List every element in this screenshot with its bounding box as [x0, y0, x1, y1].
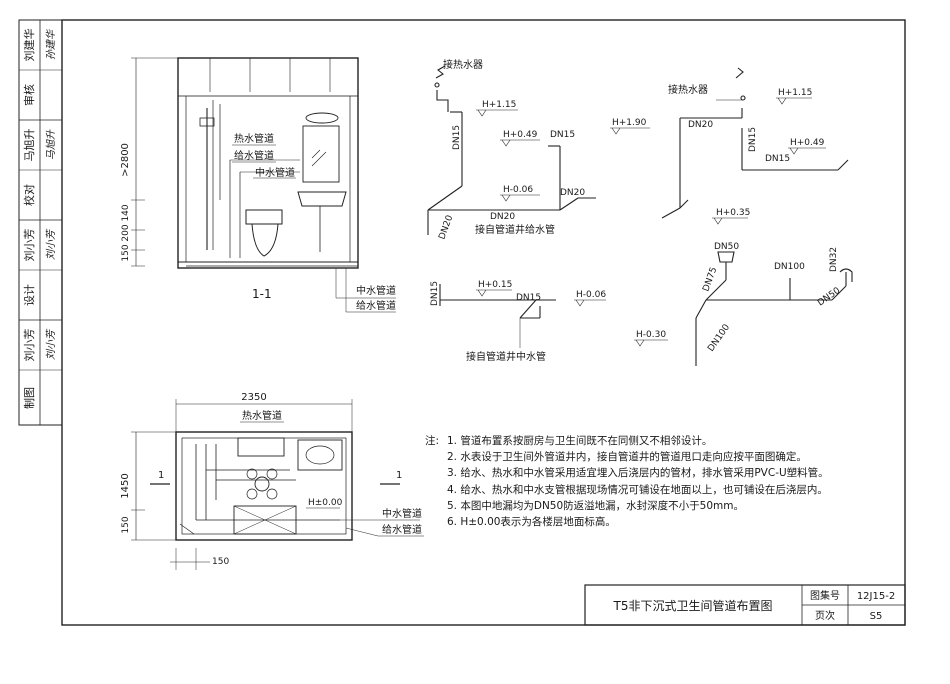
plan-supply-pipe-label: 给水管道: [382, 523, 422, 536]
iso-drain-dn100-top: DN100: [774, 262, 805, 272]
iso-hot-h2: H+0.49: [503, 130, 538, 140]
signature-sidebar: 刘建华 孙建华 审核 马旭升 马旭升 校对 刘小芳 刘小芳 设计 刘小芳 刘小芳…: [18, 19, 63, 426]
note-item: 3. 给水、热水和中水管采用适宜埋入后浇层内的管材，排水管采用PVC-U塑料管。: [447, 467, 829, 480]
note-item: 1. 管道布置系按厨房与卫生间既不在同侧又不相邻设计。: [447, 435, 713, 447]
iso-reclaim-caption: 接自管道井中水管: [466, 350, 546, 363]
sidebar-sign-2: 马旭升: [45, 129, 57, 160]
iso-drain-dn32: DN32: [829, 247, 839, 272]
page-number-label: 页次: [815, 609, 835, 622]
iso-drain-dn100-diag: DN100: [706, 322, 732, 353]
iso-reclaim-dn-b: DN15: [516, 293, 541, 303]
iso-drain-dn50-side: DN50: [816, 286, 843, 309]
iso-reclaim: [439, 284, 606, 348]
section-supply-pipe-label: 给水管道: [234, 149, 274, 162]
iso-hot2-h3: H+0.49: [790, 138, 825, 148]
iso-drain-h1: H-0.30: [636, 330, 666, 340]
section-height-dim: >2800: [120, 143, 131, 177]
notes-heading: 注:: [425, 435, 440, 447]
drawing-title: T5非下沉式卫生间管道布置图: [613, 598, 773, 613]
sidebar-signer-2: 马旭升: [22, 129, 36, 162]
sidebar-label-3: 设计: [23, 284, 36, 306]
sidebar-signer-1: 刘建华: [22, 29, 36, 62]
title-block: [584, 584, 906, 626]
sidebar-signer-4: 刘小芳: [22, 329, 36, 362]
sidebar-sign-1: 孙建华: [45, 29, 57, 60]
note-item: 5. 本图中地漏均为DN50防返溢地漏，水封深度不小于50mm。: [447, 499, 744, 512]
plan-hot-pipe-label: 热水管道: [242, 409, 282, 422]
iso-hot-dn-c: DN20: [560, 188, 585, 198]
plan-height-dim: 1450: [120, 473, 131, 498]
iso-hot2-dn-b: DN15: [748, 127, 758, 152]
iso-hot-dn-d: DN20: [490, 212, 515, 222]
plan-cut-mark-right: 1: [396, 470, 402, 481]
plan-cut-mark-left: 1: [158, 470, 164, 481]
plan-left-dim: 150: [121, 516, 131, 533]
iso-hot2-h2: H+1.90: [612, 118, 647, 128]
sidebar-label-2: 校对: [22, 184, 36, 206]
plan-elevation: H±0.00: [308, 498, 343, 508]
iso-hot-supply: [427, 65, 596, 235]
plan-view: [131, 399, 424, 570]
section-hot-pipe-label: 热水管道: [234, 132, 274, 145]
section-reclaim-pipe-label-2: 中水管道: [356, 284, 396, 297]
sidebar-sign-3: 刘小芳: [45, 228, 57, 260]
plan-reclaim-pipe-label: 中水管道: [382, 507, 422, 520]
iso-hot-heater-label: 接热水器: [443, 58, 483, 71]
iso-hot-dn-e: DN20: [437, 214, 455, 241]
section-caption: 1-1: [252, 287, 272, 301]
iso-reclaim-h1: H+0.15: [478, 280, 512, 290]
notes-list: 1. 管道布置系按厨房与卫生间既不在同侧又不相邻设计。 2. 水表设于卫生间外管…: [447, 433, 897, 530]
iso-hot2-heater-label: 接热水器: [668, 83, 708, 96]
iso-hot2-dn-a: DN20: [688, 120, 713, 130]
iso-reclaim-h2: H-0.06: [576, 290, 606, 300]
iso-drain-dn50-top: DN50: [714, 242, 739, 252]
iso-drain: [634, 251, 853, 366]
iso-hot-dn-b: DN15: [452, 125, 462, 150]
iso-hot-h1: H+1.15: [482, 100, 516, 110]
iso-hot2-dn-c: DN15: [765, 154, 790, 164]
sidebar-label-1: 审核: [22, 84, 36, 106]
section-view: [131, 57, 396, 313]
page-number-value: S5: [870, 611, 883, 622]
iso-hot-caption: 接自管道井给水管: [475, 223, 555, 236]
atlas-number-value: 12J15-2: [857, 591, 895, 602]
iso-hot2-h4: H+0.35: [716, 208, 750, 218]
sidebar-label-4: 制图: [23, 387, 36, 409]
iso-hot-dn-a: DN15: [550, 130, 575, 140]
plan-bottom-dim: 150: [212, 557, 229, 567]
iso-hot2-h1: H+1.15: [778, 88, 812, 98]
note-item: 4. 给水、热水和中水支管根据现场情况可铺设在地面以上，也可铺设在后浇层内。: [447, 483, 828, 496]
sidebar-signer-3: 刘小芳: [22, 229, 36, 262]
atlas-number-label: 图集号: [810, 589, 840, 602]
sidebar-sign-4: 刘小芳: [45, 328, 57, 360]
note-item: 6. H±0.00表示为各楼层地面标高。: [447, 516, 616, 529]
section-small-dims: 150 200 140: [121, 204, 131, 262]
note-item: 2. 水表设于卫生间外管道井内，接自管道井的管道甩口走向应按平面图确定。: [447, 451, 807, 464]
iso-hot-water: [610, 67, 849, 225]
section-supply-pipe-label-2: 给水管道: [356, 299, 396, 312]
iso-hot-h3: H-0.06: [503, 185, 533, 195]
plan-width-dim: 2350: [241, 392, 266, 403]
iso-reclaim-dn-a: DN15: [430, 281, 440, 306]
section-reclaim-pipe-label: 中水管道: [255, 166, 295, 179]
